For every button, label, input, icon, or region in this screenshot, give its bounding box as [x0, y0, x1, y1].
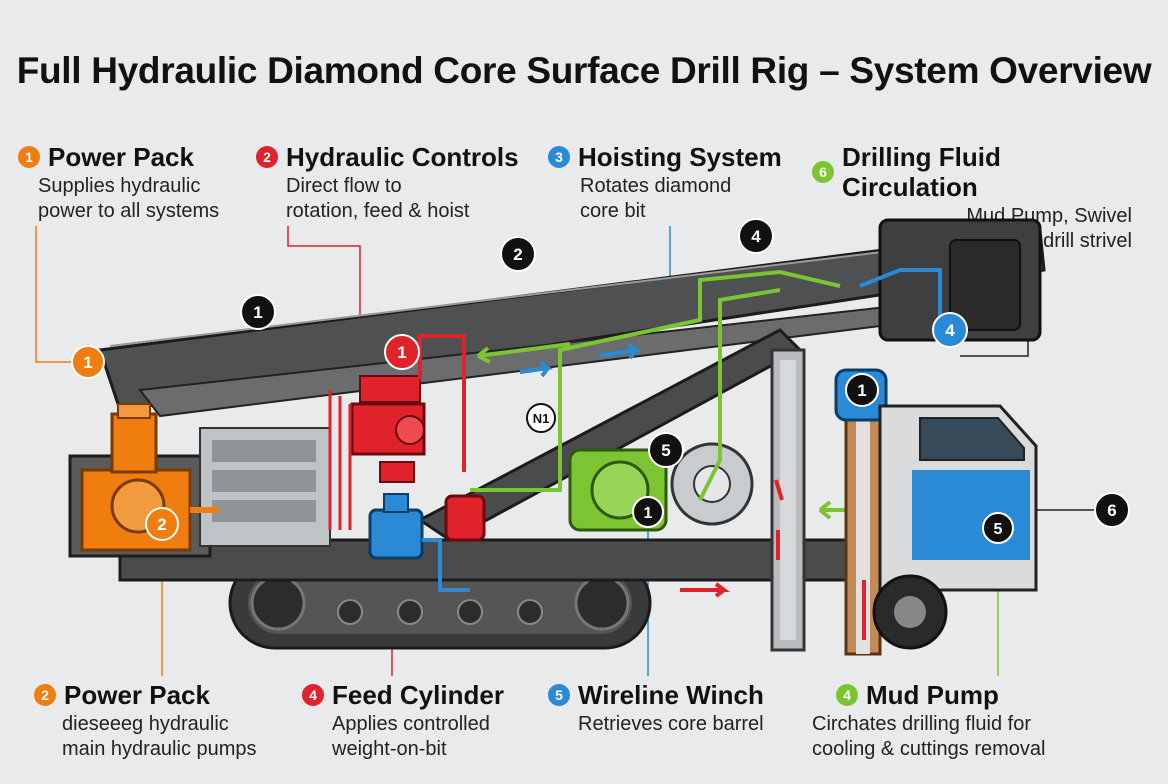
marker-label: 6	[1107, 501, 1116, 520]
callout-hoisting-system: 3 Hoisting System Rotates diamond core bi…	[548, 142, 782, 224]
truck-cab	[872, 404, 1038, 650]
leader-line-blue-top	[669, 226, 691, 291]
green-mud-pump	[568, 442, 754, 532]
callout-title: Feed Cylinder	[332, 680, 504, 710]
leader-line-orange-top	[35, 226, 72, 363]
callout-badge: 3	[548, 146, 570, 168]
blue-fluid-lines	[519, 268, 942, 480]
callout-hydraulic-controls: 2 Hydraulic Controls Direct flow to rotat…	[256, 142, 519, 224]
callout-power-pack-top: 1 Power Pack Supplies hydraulic power to …	[18, 142, 219, 224]
callout-line: cooling & cuttings removal	[812, 738, 1046, 760]
marker-dark-4: 4	[738, 218, 774, 254]
marker-label: 5	[994, 521, 1003, 538]
callout-title: Mud Pump	[866, 680, 999, 710]
callout-line: Mud Pump, Swivel	[966, 205, 1132, 227]
callout-line: Supplies hydraulic	[38, 175, 201, 197]
marker-label: 1	[644, 505, 653, 522]
boom-mast	[97, 218, 1046, 542]
marker-label: 4	[945, 321, 955, 340]
callout-power-pack-bottom: 2 Power Pack dieseeeg hydraulic main hydr…	[34, 680, 257, 762]
callout-title: Drilling Fluid Circulation	[842, 142, 1001, 202]
marker-label: 4	[751, 227, 761, 246]
callout-badge: 1	[18, 146, 40, 168]
marker-dark-1c: 1	[845, 373, 879, 407]
callout-badge: 2	[34, 684, 56, 706]
callout-line: rotation, feed & hoist	[286, 200, 470, 222]
tag-label-n1: N1	[526, 403, 556, 433]
callout-badge: 4	[302, 684, 324, 706]
marker-dark-1a: 1	[240, 294, 276, 330]
leader-line-red-top	[287, 226, 361, 380]
callout-line: weight-on-bit	[332, 738, 447, 760]
callout-title: Power Pack	[64, 680, 210, 710]
callout-badge: 2	[256, 146, 278, 168]
marker-orange-1: 1	[71, 345, 105, 379]
marker-dark-5a: 5	[648, 432, 684, 468]
marker-orange-2: 2	[145, 507, 179, 541]
marker-dark-6: 6	[1094, 492, 1130, 528]
marker-red-1: 1	[384, 334, 420, 370]
callout-mud-pump: 4 Mud Pump Circhates drilling fluid for c…	[812, 680, 1045, 762]
engine-block	[199, 427, 331, 547]
marker-label: 1	[857, 381, 866, 400]
callout-line: Circhates drilling fluid for	[812, 713, 1031, 735]
page-title: Full Hydraulic Diamond Core Surface Dril…	[16, 50, 1152, 91]
blue-hydraulic-motor	[368, 493, 470, 592]
callout-drilling-fluid: 6 Drilling Fluid Circulation Mud Pump, Sw…	[812, 142, 1132, 254]
callout-line: power to all systems	[38, 200, 220, 222]
flow-arrows	[476, 342, 832, 598]
marker-label: 1	[83, 353, 92, 372]
drill-string	[834, 368, 888, 656]
marker-blue-4: 4	[932, 312, 968, 348]
callout-title: Wireline Winch	[578, 680, 764, 710]
orange-power-pack	[80, 403, 220, 552]
callout-title: Hoisting System	[578, 142, 782, 172]
marker-label: 2	[157, 515, 166, 534]
callout-line: Applies controlled	[332, 713, 490, 735]
callout-line: dieseeeg hydraulic	[62, 713, 229, 735]
marker-label: 2	[513, 245, 522, 264]
vertical-feed-cylinder	[770, 348, 806, 652]
callout-title: Power Pack	[48, 142, 194, 172]
callout-title: Hydraulic Controls	[286, 142, 519, 172]
chassis	[68, 454, 942, 582]
callout-line: Direct flow to	[286, 175, 402, 197]
callout-line: Rotates diamond	[580, 175, 732, 197]
marker-dark-2: 2	[500, 236, 536, 272]
callout-badge: 5	[548, 684, 570, 706]
callout-feed-cylinder: 4 Feed Cylinder Applies controlled weight…	[302, 680, 504, 762]
callout-line: Retrieves core barrel	[578, 713, 764, 735]
crawler-track	[228, 556, 652, 650]
marker-label: 1	[397, 343, 406, 362]
marker-label: 1	[253, 303, 262, 322]
drilling-fluid-lines	[470, 269, 850, 512]
marker-label: 5	[661, 441, 670, 460]
marker-dark-5b: 5	[982, 512, 1014, 544]
leader-lines	[35, 225, 1100, 676]
hydraulic-control-valves	[328, 334, 486, 542]
tag-label-text: N1	[533, 411, 550, 426]
callout-badge: 4	[836, 684, 858, 706]
callout-wireline-winch: 5 Wireline Winch Retrieves core barrel	[548, 680, 764, 737]
callout-badge: 6	[812, 161, 834, 183]
callout-line: main hydraulic pumps	[62, 738, 257, 760]
marker-dark-1b: 1	[632, 496, 664, 528]
callout-line: core bit	[580, 200, 646, 222]
callout-line: Fluid lines to the drill strivel	[891, 230, 1132, 252]
